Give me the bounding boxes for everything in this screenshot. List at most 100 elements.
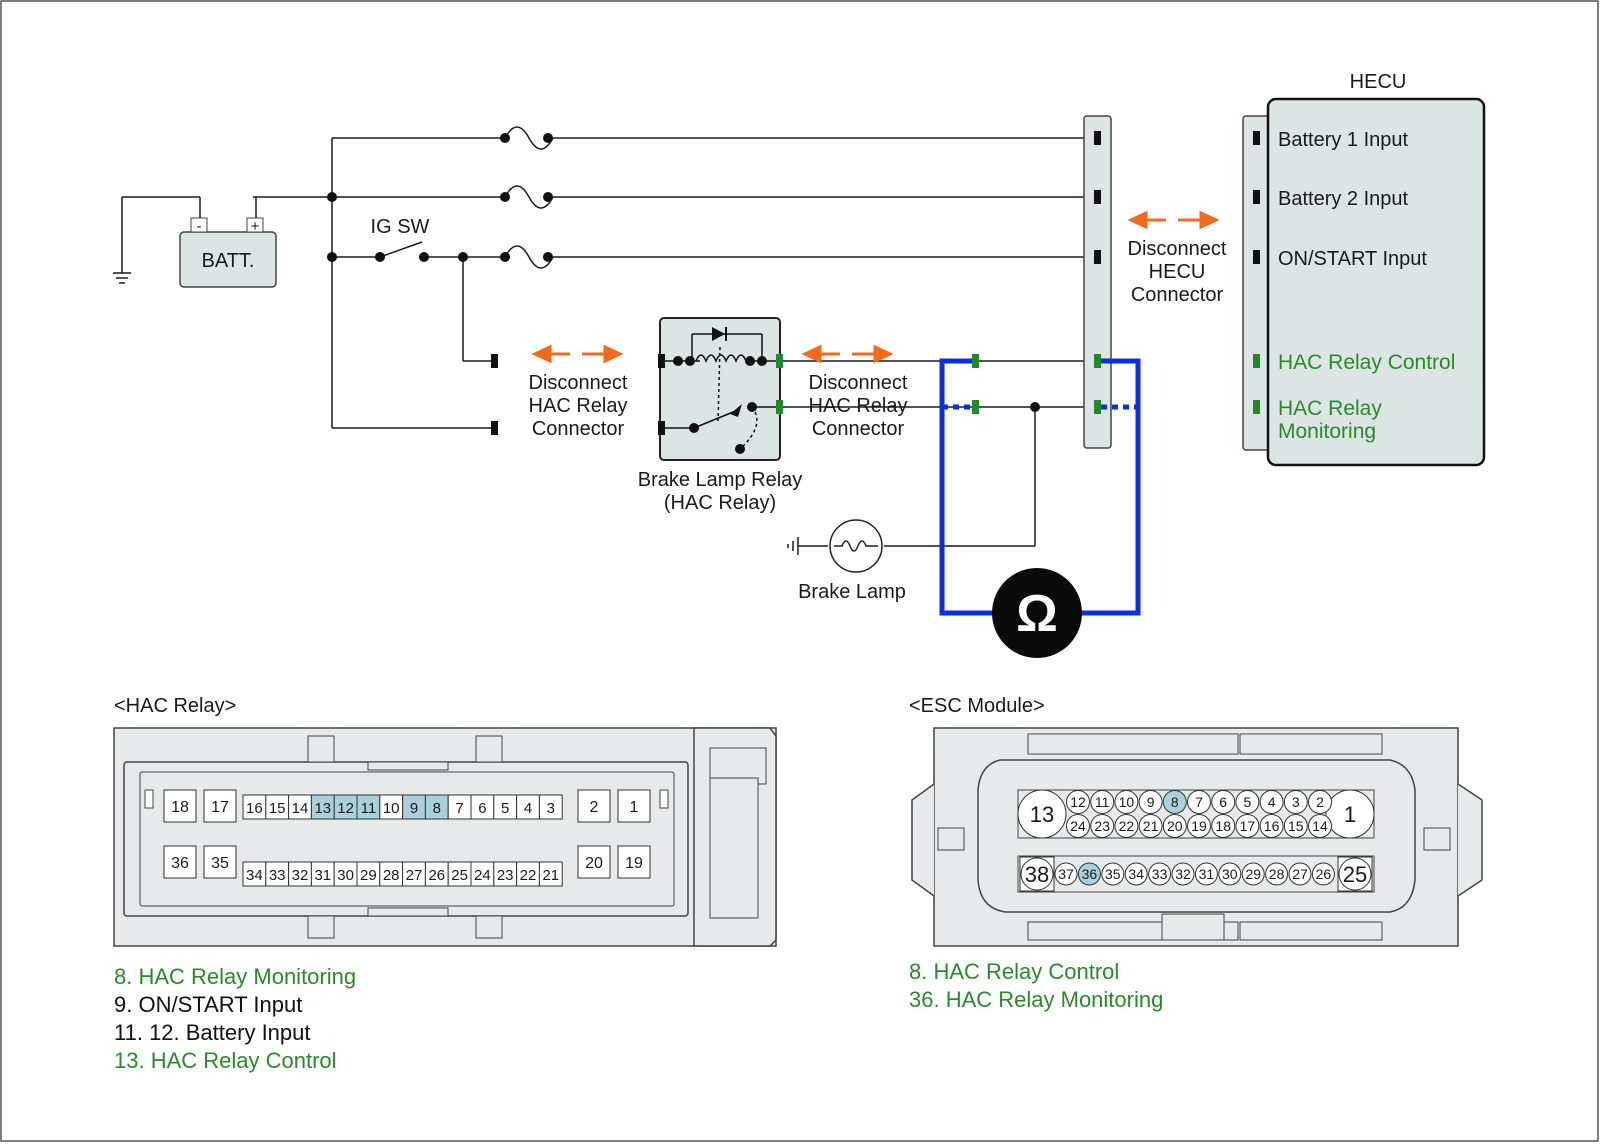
pin-label: 26 — [1316, 866, 1332, 882]
pin-5: 5 — [1235, 790, 1260, 814]
pin-label: 14 — [292, 800, 309, 817]
disconnect-hecu-1: Disconnect — [1128, 238, 1227, 260]
hac-legend: 8. HAC Relay Monitoring 9. ON/START Inpu… — [114, 963, 356, 1075]
pin-4: 4 — [1259, 790, 1284, 814]
pin-label: 36 — [1082, 866, 1098, 882]
pin-label: 15 — [269, 800, 286, 817]
ohm-meter: Ω — [992, 568, 1082, 658]
disconnect-hac-right-1: Disconnect — [809, 372, 908, 394]
pin-label: 34 — [246, 867, 263, 884]
pin-label: 18 — [171, 799, 189, 816]
pin-11: 11 — [356, 794, 381, 820]
pin-27: 27 — [402, 861, 426, 887]
pin-label: 29 — [1245, 866, 1261, 882]
pin-23: 23 — [1090, 814, 1115, 838]
pin-20: 20 — [1162, 814, 1187, 838]
pin-18: 18 — [1211, 814, 1236, 838]
pin-24: 24 — [1066, 814, 1090, 838]
pin-label: 37 — [1058, 866, 1074, 882]
pin-31: 31 — [310, 861, 335, 887]
pin-label: 4 — [1268, 794, 1276, 810]
pin-label: 15 — [1288, 818, 1304, 834]
pin-label: 25 — [1343, 862, 1367, 887]
pin-26: 26 — [1311, 862, 1335, 886]
pin-23: 23 — [493, 861, 518, 887]
pin-label: 36 — [171, 855, 189, 872]
pin-label: 12 — [1070, 794, 1086, 810]
pin-10: 10 — [1114, 790, 1139, 814]
pin-label: 32 — [292, 867, 309, 884]
ohm-meter-leads — [939, 358, 1141, 616]
pin-15: 15 — [1283, 814, 1308, 838]
pin-label: 1 — [630, 799, 639, 816]
brake-lamp: Brake Lamp — [798, 519, 906, 603]
pin-7: 7 — [447, 794, 472, 820]
pin-8: 8 — [1162, 790, 1187, 814]
pin-label: 30 — [1222, 866, 1238, 882]
pin-25: 25 — [447, 861, 472, 887]
pin-27: 27 — [1288, 862, 1312, 886]
battery-minus-label: - — [197, 218, 202, 235]
pin-label: 27 — [1292, 866, 1308, 882]
pin-label: 32 — [1175, 866, 1191, 882]
pin-label: 31 — [314, 867, 331, 884]
relay-label-line1: Brake Lamp Relay — [638, 469, 803, 491]
ohm-symbol: Ω — [1016, 585, 1058, 643]
pin-14: 14 — [1308, 814, 1332, 838]
hecu-hac-relay-monitoring-1: HAC Relay — [1278, 397, 1382, 420]
pin-37: 37 — [1054, 862, 1078, 886]
pin-label: 16 — [1264, 818, 1280, 834]
pin-label: 26 — [428, 867, 445, 884]
pin-label: 35 — [1105, 866, 1121, 882]
hac-connector-title: <HAC Relay> — [114, 695, 236, 717]
pin-label: 38 — [1025, 862, 1049, 887]
pin-label: 28 — [1269, 866, 1285, 882]
esc-legend-item: 8. HAC Relay Control — [909, 959, 1120, 984]
brake-lamp-label: Brake Lamp — [798, 581, 906, 603]
hecu-battery1-input: Battery 1 Input — [1278, 129, 1409, 151]
esc-legend: 8. HAC Relay Control 36. HAC Relay Monit… — [909, 958, 1163, 1014]
pin-label: 35 — [211, 855, 229, 872]
pin-label: 6 — [478, 800, 486, 817]
pin-label: 10 — [1119, 794, 1135, 810]
pin-label: 22 — [1119, 818, 1135, 834]
pin-10: 10 — [379, 794, 404, 820]
pin-2: 2 — [1308, 790, 1332, 814]
pin-15: 15 — [265, 794, 290, 820]
pin-label: 5 — [501, 800, 509, 817]
pin-label: 14 — [1312, 818, 1328, 834]
pin-6: 6 — [470, 794, 495, 820]
pin-11: 11 — [1090, 790, 1115, 814]
pin-label: 13 — [314, 800, 331, 817]
pin-7: 7 — [1187, 790, 1211, 814]
hecu-harness-connector — [1083, 115, 1112, 449]
pin-label: 18 — [1215, 818, 1231, 834]
hac-legend-item: 11. 12. Battery Input — [114, 1020, 311, 1045]
pin-20: 20 — [577, 845, 611, 879]
battery-label: BATT. — [202, 250, 255, 272]
pin-label: 22 — [520, 867, 537, 884]
pin-label: 3 — [547, 800, 555, 817]
wires — [113, 126, 1097, 555]
pin-29: 29 — [356, 861, 381, 887]
pin-label: 33 — [269, 867, 286, 884]
pin-38: 38 — [1020, 857, 1054, 891]
esc-legend-item: 36. HAC Relay Monitoring — [909, 987, 1164, 1012]
pin-24: 24 — [470, 861, 495, 887]
pin-label: 20 — [585, 855, 603, 872]
disconnect-hecu-3: Connector — [1131, 284, 1224, 306]
disconnect-arrows — [531, 210, 1220, 364]
hac-legend-item: 9. ON/START Input — [114, 992, 303, 1017]
pin-label: 21 — [1143, 818, 1159, 834]
pin-17: 17 — [203, 789, 237, 823]
disconnect-hac-right-3: Connector — [812, 418, 905, 440]
pin-29: 29 — [1241, 862, 1265, 886]
pin-6: 6 — [1211, 790, 1236, 814]
pin-9: 9 — [1138, 790, 1163, 814]
pin-label: 5 — [1244, 794, 1252, 810]
pin-label: 34 — [1128, 866, 1144, 882]
pin-label: 7 — [455, 800, 463, 817]
pin-3: 3 — [538, 794, 563, 820]
